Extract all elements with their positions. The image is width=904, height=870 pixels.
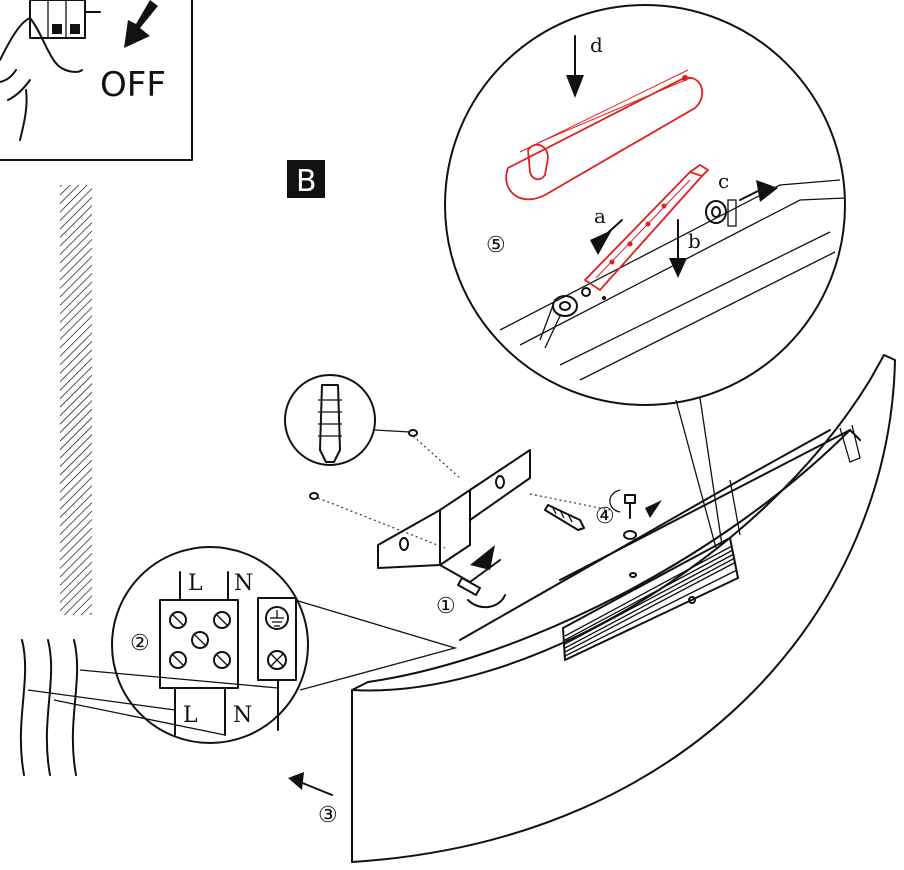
terminal-neutral-top: N <box>234 571 253 596</box>
lamp-detail-arrows <box>566 35 778 300</box>
slide-arrow-icon <box>288 772 304 790</box>
lamp-letter-a: a <box>594 204 606 228</box>
wall-plug-icon <box>319 384 341 463</box>
wiring-detail: L N L N ② <box>111 546 458 744</box>
terminal-neutral-bottom: N <box>233 703 252 728</box>
section-badge-label: B <box>296 164 317 199</box>
off-label: OFF <box>100 65 166 105</box>
glass-cover-icon <box>505 69 704 201</box>
terminal-live-top: L <box>188 571 203 596</box>
terminal-live-bottom: L <box>183 703 198 728</box>
lampholder-left <box>539 295 578 349</box>
step-4-label: ④ <box>595 504 615 529</box>
step-2-label: ② <box>130 631 150 656</box>
fixing-screw: ④ <box>529 489 662 578</box>
wall-plug-detail <box>284 374 418 500</box>
earth-icon <box>265 606 289 630</box>
bracket-screw-icon <box>457 577 481 596</box>
luminaire-body: ③ <box>288 354 896 863</box>
reflector-grille <box>562 537 739 661</box>
step-5-label: ⑤ <box>486 233 506 258</box>
lampholder-right <box>705 199 737 227</box>
step-3-label: ③ <box>318 803 338 828</box>
section-badge: B <box>287 160 325 199</box>
lamp-letter-b: b <box>688 229 701 253</box>
switch-off-panel: OFF <box>0 0 193 161</box>
turn-off-arrow-icon <box>124 0 158 48</box>
lamp-detail: d a b c ⑤ <box>444 4 846 549</box>
wood-screw-icon <box>544 504 585 531</box>
halogen-tube-icon <box>581 163 710 297</box>
hand-icon <box>0 17 83 141</box>
tighten-arrow-icon <box>467 594 506 609</box>
wall-hatch <box>60 185 92 615</box>
mounting-bracket: ① <box>317 435 531 619</box>
step-1-label: ① <box>436 594 456 619</box>
lamp-letter-d: d <box>590 33 603 57</box>
mains-cables <box>19 639 279 776</box>
lamp-letter-c: c <box>718 169 729 193</box>
